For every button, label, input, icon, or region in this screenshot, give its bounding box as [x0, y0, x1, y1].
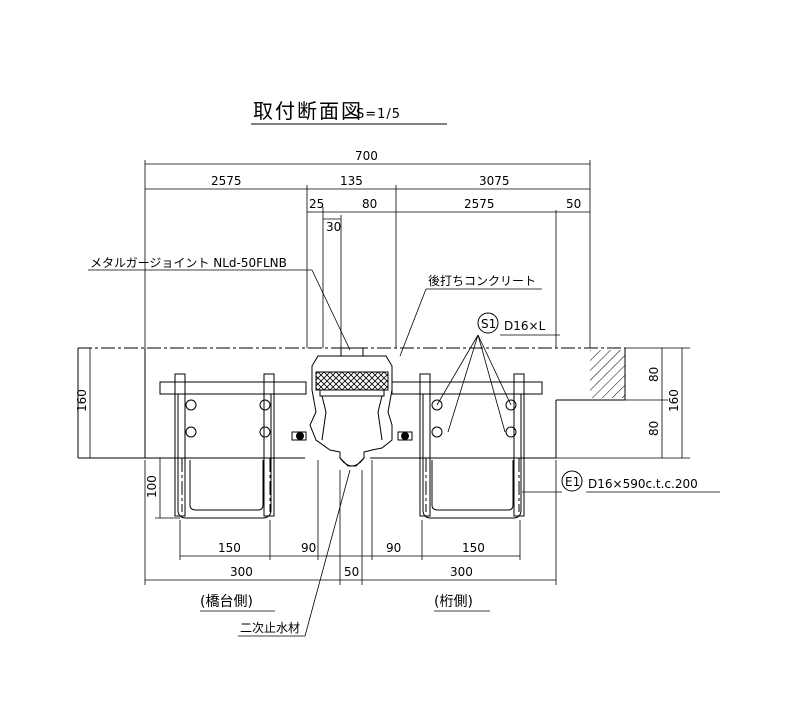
dim-left-part: 2575: [211, 174, 242, 188]
dim-total: 700: [355, 149, 378, 163]
s1-tag-circle: [477, 312, 499, 334]
label-abutment-side: (橋台側): [200, 594, 253, 610]
dim-right-inner: 2575: [464, 197, 495, 211]
side-labels: (橋台側) (桁側): [200, 594, 490, 612]
label-e1-spec: D16×590c.t.c.200: [588, 477, 698, 491]
label-e1-tag: E1: [565, 475, 580, 489]
top-dimensions: 700 2575 135 3075 25 80 2575 50 30: [144, 149, 591, 348]
e1-tag-circle: [561, 470, 583, 492]
label-secondary-waterstop: 二次止水材: [240, 621, 300, 635]
dim-right-edge: 50: [566, 197, 581, 211]
leader-joint-product: メタルガージョイント NLd-50FLNB: [88, 256, 351, 351]
hatched-concrete: [590, 350, 625, 398]
dim-right-upper: 80: [647, 367, 661, 382]
joint-body: [291, 347, 413, 467]
rubber-seal: [315, 371, 389, 391]
drawing-scale: S=1/5: [356, 107, 401, 122]
right-height-dim: 80 80 160: [556, 347, 690, 459]
label-s1-tag: S1: [481, 317, 496, 331]
dim-bottom-right: 300: [450, 565, 473, 579]
drawing-title: 取付断面図: [253, 99, 363, 123]
leader-post-concrete: 後打ちコンクリート: [399, 274, 542, 357]
dim-height-left: 160: [75, 389, 89, 412]
dim-bottom-center: 50: [344, 565, 359, 579]
slab-outline: [77, 347, 626, 459]
title-block: 取付断面図 S=1/5: [251, 99, 447, 125]
left-anchors: [174, 373, 275, 519]
dim-height-right: 160: [667, 389, 681, 412]
right-anchors: [419, 373, 525, 519]
left-height-dim: 160: [75, 348, 91, 458]
label-s1-spec: D16×L: [504, 319, 546, 333]
leader-waterstop: 二次止水材: [238, 469, 351, 637]
dim-stirrup-left: 150: [218, 541, 241, 555]
dim-joint-width: 135: [340, 174, 363, 188]
dim-gap-right: 90: [386, 541, 401, 555]
bottom-dimensions: 150 90 90 150 300 50 300: [144, 460, 557, 585]
dim-gap-left: 90: [301, 541, 316, 555]
dim-joint-right: 80: [362, 197, 377, 211]
bolt-left: [296, 432, 304, 440]
leader-s1: S1 D16×L: [436, 312, 560, 433]
leader-e1: E1 D16×590c.t.c.200: [522, 470, 720, 493]
dim-stirrup-right: 150: [462, 541, 485, 555]
bolt-right: [401, 432, 409, 440]
label-post-concrete: 後打ちコンクリート: [428, 274, 536, 288]
dim-bottom-left: 300: [230, 565, 253, 579]
dim-stirrup-height: 100: [145, 475, 159, 498]
stirrup-height-dim: 100: [145, 458, 180, 519]
label-girder-side: (桁側): [434, 594, 473, 610]
dim-joint-left: 25: [309, 197, 324, 211]
dim-joint-inner: 30: [326, 220, 341, 234]
dim-right-lower: 80: [647, 421, 661, 436]
label-joint-product: メタルガージョイント NLd-50FLNB: [90, 256, 287, 270]
dim-right-part: 3075: [479, 174, 510, 188]
